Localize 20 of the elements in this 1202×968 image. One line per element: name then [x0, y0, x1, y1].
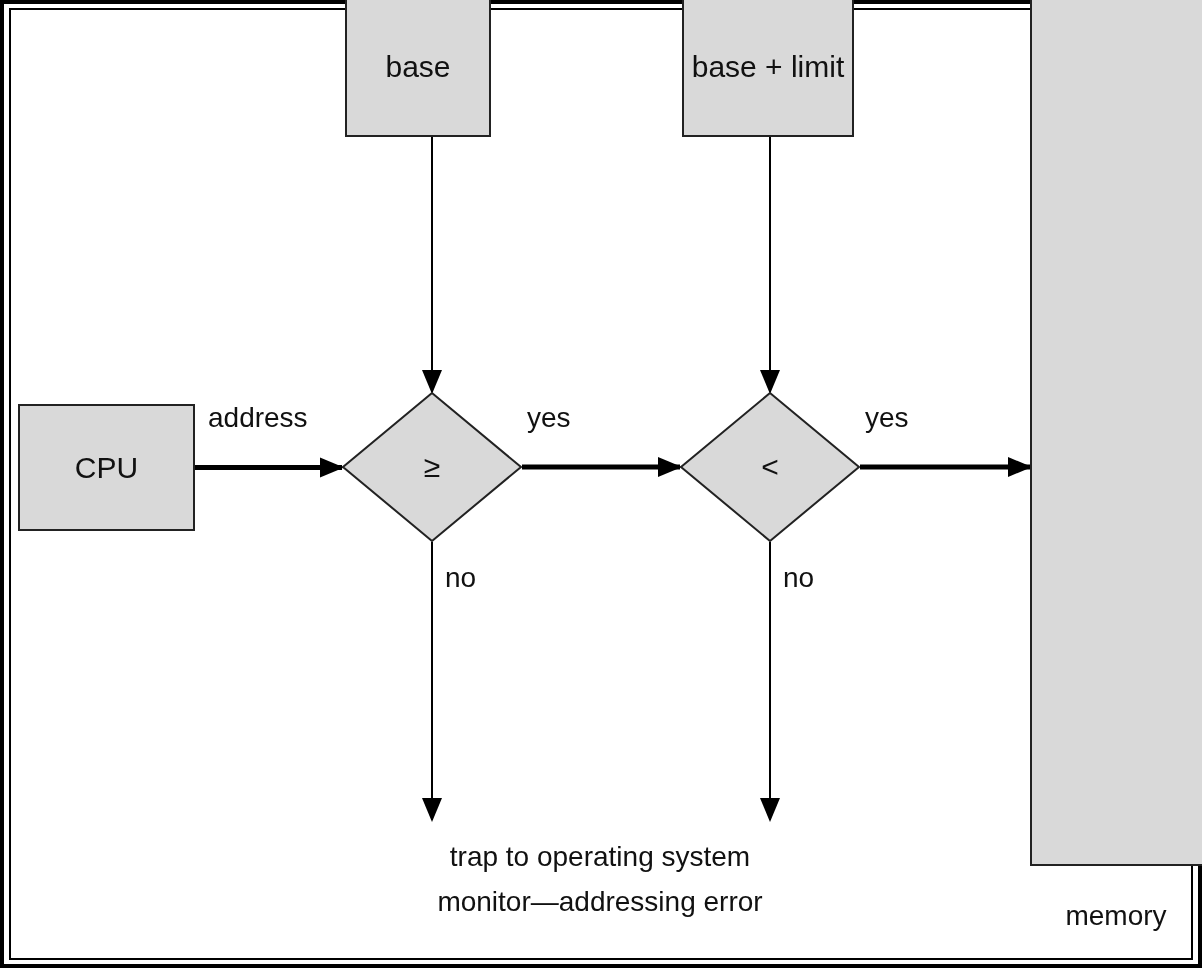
arrow: [860, 457, 1032, 477]
node-label: memory: [1064, 900, 1168, 932]
arrow: [760, 136, 780, 394]
arrow: [195, 457, 344, 478]
register-box: base + limit: [682, 0, 854, 137]
edge-label: address: [208, 402, 308, 434]
decision-diamond: <: [680, 392, 860, 542]
error-note: trap to operating system monitor—addressing error: [380, 820, 820, 940]
arrow: [422, 136, 442, 394]
register-box: base: [345, 0, 491, 137]
edge-label: yes: [865, 402, 909, 434]
edge-label: no: [445, 562, 477, 594]
memory-block: [1030, 0, 1202, 866]
arrow: [522, 457, 682, 477]
edge-label: no: [783, 562, 815, 594]
edge-label: yes: [527, 402, 571, 434]
arrow: [760, 541, 780, 822]
arrow: [422, 541, 442, 822]
process-box: CPU: [18, 404, 195, 531]
decision-diamond: ≥: [342, 392, 522, 542]
